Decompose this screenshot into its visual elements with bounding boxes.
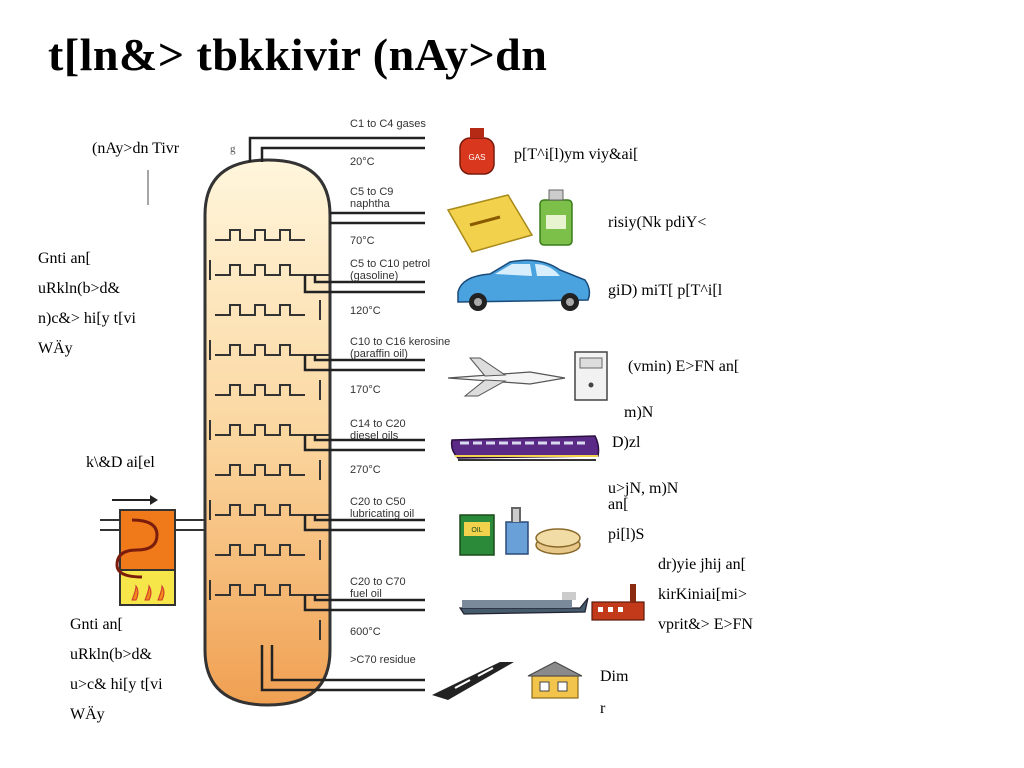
road-icon [432,662,514,700]
chemical-bottle-icon [539,189,573,246]
grease-tin-icon [535,528,581,555]
chemical-sack-icon [446,194,534,253]
heat-bottom-line-1: Gnti an[ [70,616,123,633]
gas-cylinder-text: GAS [469,153,486,162]
use-fuel-line-3: vprit&> E>FN [658,616,753,633]
fraction-label-8: >C70 residue [350,654,416,666]
temperature-label-6: 600°C [350,626,381,638]
gas-cylinder-icon: GAS [459,128,495,175]
use-label-lub-c: pi[l)S [608,526,645,543]
heat-exchange-bottom-label: Gnti an[ uRkln(b>d& u>c& hi[y t[vi WÄy [70,610,163,730]
oil-can-text: OIL [471,527,482,534]
heat-bottom-line-3: u>c& hi[y t[vi [70,676,163,693]
use-label-petrol: giD) miT[ p[T^i[l [608,282,723,299]
furnace [100,495,205,606]
factory-icon [591,584,645,621]
heat-bottom-line-4: WÄy [70,706,105,723]
use-fuel-line-2: kirKiniai[mi> [658,586,748,603]
use-label-fuel: dr)yie jhij an[ kirKiniai[mi> vprit&> E>… [658,550,753,640]
temperature-label-4: 170°C [350,384,381,396]
column-digit-label: g [230,143,236,155]
use-fuel-line-1: dr)yie jhij an[ [658,556,746,573]
heat-bottom-line-2: uRkln(b>d& [70,646,152,663]
draw-off-pipes [248,136,425,692]
ship-icon [458,592,589,615]
temperature-label-3: 120°C [350,305,381,317]
heat-top-line-4: WÄy [38,340,73,357]
use-label-diesel-a: m)N [624,404,654,421]
oil-can-icon: OIL [459,514,495,556]
heater-icon [574,351,608,401]
fraction-label-1: C1 to C4 gases [350,118,426,130]
page-title: t[ln&> tbkkivir (nAy>dn [48,29,548,80]
use-label-lub-b: an[ [608,496,629,513]
crude-oil-label: k\&D ai[el [86,454,155,471]
temperature-label-1: 20°C [350,156,375,168]
use-label-kerosine: (vmin) E>FN an[ [628,358,740,375]
use-label-residue-a: Dim [600,668,629,685]
temperature-label-2: 70°C [350,235,375,247]
jet-plane-icon [447,357,566,397]
use-label-naphtha: risiy(Nk pdiY< [608,214,707,231]
train-icon [450,435,600,461]
car-icon [457,259,591,311]
use-label-diesel-b: D)zl [612,434,641,451]
use-label-lub-a: u>jN, m)N [608,480,679,497]
fraction-label-4: C10 to C16 kerosine(paraffin oil) [350,336,451,360]
heat-top-line-3: n)c&> hi[y t[vi [38,310,136,327]
temperature-label-5: 270°C [350,464,381,476]
column-trays [209,229,330,640]
fraction-label-3: C5 to C10 petrol(gasoline) [350,258,431,282]
use-label-gas: p[T^i[l)ym viy&ai[ [514,146,639,163]
column-name-label: (nAy>dn Tivr [92,140,180,157]
heat-top-line-2: uRkln(b>d& [38,280,120,297]
house-icon [527,661,583,699]
heat-exchange-top-label: Gnti an[ uRkln(b>d& n)c&> hi[y t[vi WÄy [38,244,136,364]
fractionating-column [203,158,332,707]
heat-top-line-1: Gnti an[ [38,250,91,267]
use-label-residue-b: r [600,700,606,717]
spray-can-icon [505,507,529,555]
